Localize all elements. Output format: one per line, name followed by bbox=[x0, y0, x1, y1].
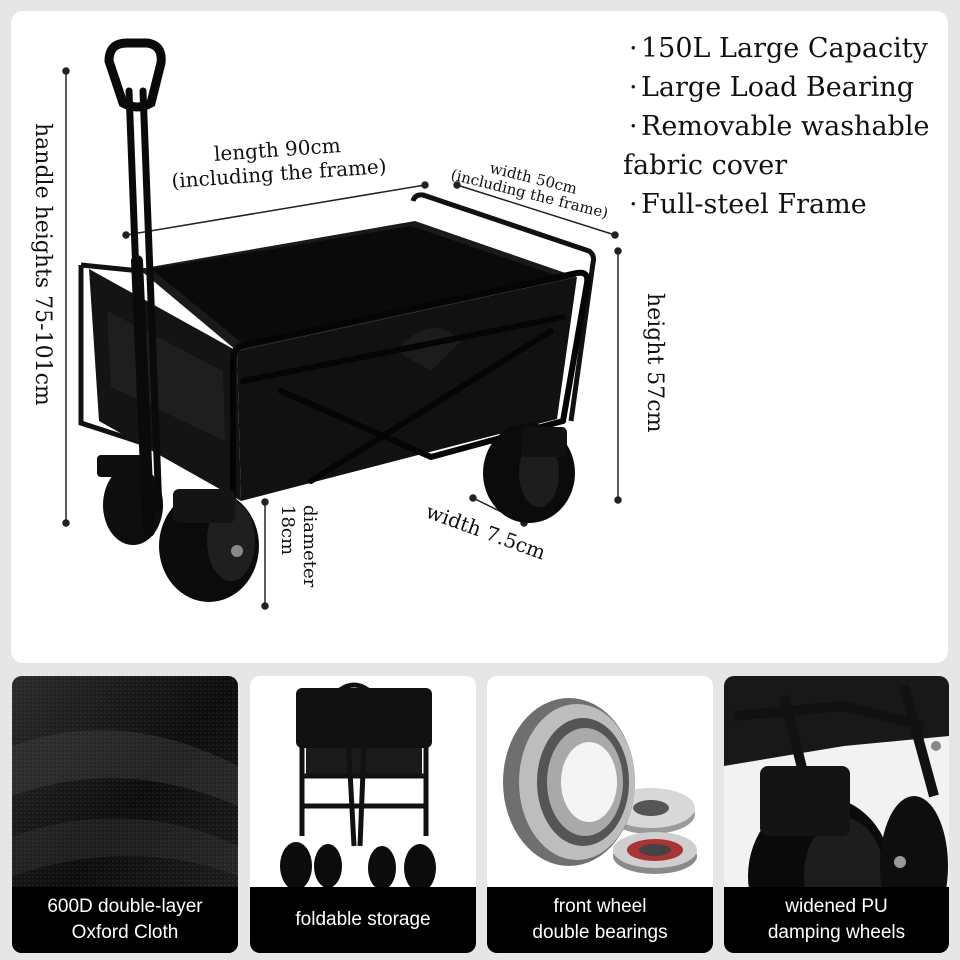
feature-item: ·150L Large Capacity bbox=[629, 33, 928, 64]
feature-item: fabric cover bbox=[623, 150, 788, 181]
height-label: height 57cm bbox=[642, 293, 667, 433]
bearings-image bbox=[503, 698, 697, 874]
panel-caption: front wheel double bearings bbox=[487, 887, 713, 953]
folded-wagon-image bbox=[280, 682, 436, 892]
panel-wheels: widened PU damping wheels bbox=[724, 676, 949, 953]
product-main-panel: ·150L Large Capacity ·Large Load Bearing… bbox=[11, 11, 948, 663]
feature-item: ·Full-steel Frame bbox=[629, 189, 867, 220]
panel-caption: 600D double-layer Oxford Cloth bbox=[12, 887, 238, 953]
panel-fabric: 600D double-layer Oxford Cloth bbox=[12, 676, 238, 953]
feature-list: ·150L Large Capacity ·Large Load Bearing… bbox=[623, 29, 930, 224]
panel-foldable: foldable storage bbox=[250, 676, 476, 953]
feature-item: ·Removable washable bbox=[629, 111, 930, 142]
feature-item: ·Large Load Bearing bbox=[629, 72, 915, 103]
panel-caption: widened PU damping wheels bbox=[724, 887, 949, 953]
wagon-illustration bbox=[62, 38, 622, 610]
handle-height-label: handle heights 75-101cm bbox=[30, 123, 55, 406]
wheel-diameter-label: diameter 18cm bbox=[277, 505, 320, 588]
panel-caption: foldable storage bbox=[250, 887, 476, 953]
panel-bearings: front wheel double bearings bbox=[487, 676, 713, 953]
